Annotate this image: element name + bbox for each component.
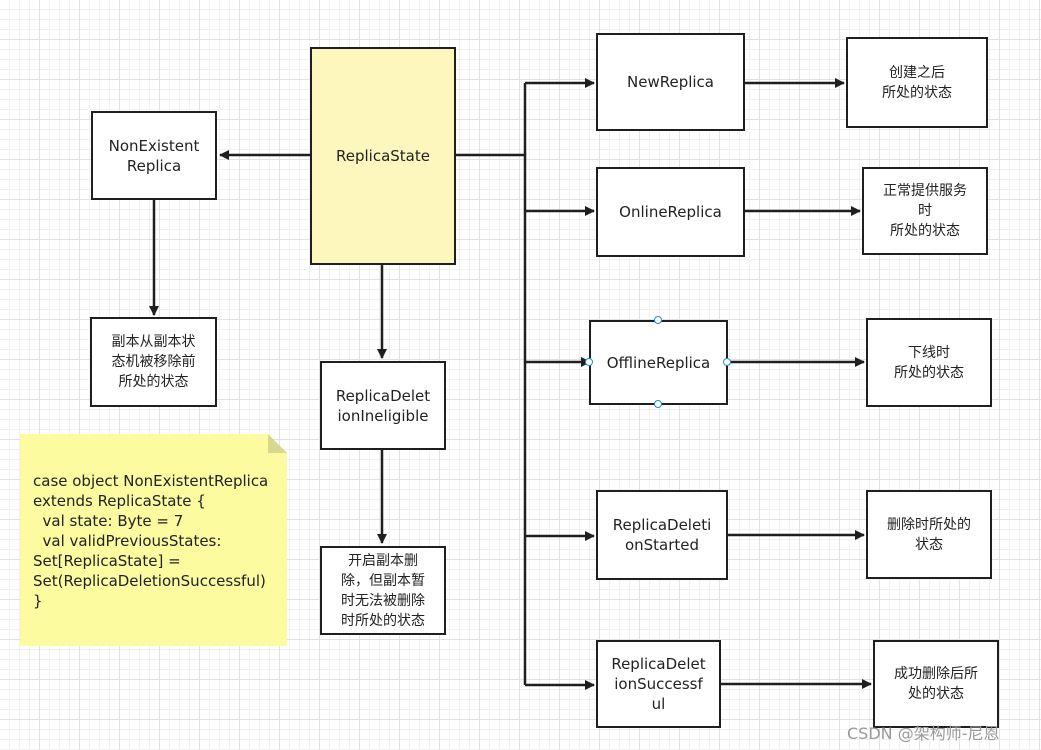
node-deletion-successful[interactable]: ReplicaDelet ionSuccessf ul [596, 640, 721, 728]
node-online-replica[interactable]: OnlineReplica [596, 167, 745, 257]
node-deletion-started-desc[interactable]: 删除时所处的 状态 [866, 490, 992, 579]
sticky-note-text: case object NonExistentReplica extends R… [33, 472, 269, 610]
arrow-trunk [456, 153, 527, 685]
node-new-replica-desc[interactable]: 创建之后 所处的状态 [846, 37, 988, 128]
node-deletion-ineligible[interactable]: ReplicaDelet ionIneligible [320, 361, 446, 450]
node-offline-replica[interactable]: OfflineReplica [589, 320, 728, 405]
resize-handle-left[interactable] [585, 358, 593, 366]
node-replica-state[interactable]: ReplicaState [310, 47, 456, 265]
node-new-replica[interactable]: NewReplica [596, 33, 745, 131]
node-deletion-successful-desc[interactable]: 成功删除后所 处的状态 [873, 640, 999, 728]
node-deletion-ineligible-desc[interactable]: 开启副本删 除，但副本暂 时无法被删除 时所处的状态 [320, 546, 446, 635]
node-deletion-started[interactable]: ReplicaDeleti onStarted [596, 490, 728, 580]
sticky-note[interactable] [20, 434, 287, 646]
watermark: CSDN @架构师-尼恩 [847, 724, 1000, 743]
resize-handle-bottom[interactable] [654, 400, 662, 408]
node-nonexistent-replica[interactable]: NonExistent Replica [91, 111, 217, 200]
resize-handle-top[interactable] [654, 316, 662, 324]
node-nonexistent-desc[interactable]: 副本从副本状 态机被移除前 所处的状态 [90, 317, 217, 407]
resize-handle-right[interactable] [723, 358, 731, 366]
node-offline-replica-desc[interactable]: 下线时 所处的状态 [866, 318, 992, 407]
node-online-replica-desc[interactable]: 正常提供服务 时 所处的状态 [862, 167, 988, 255]
